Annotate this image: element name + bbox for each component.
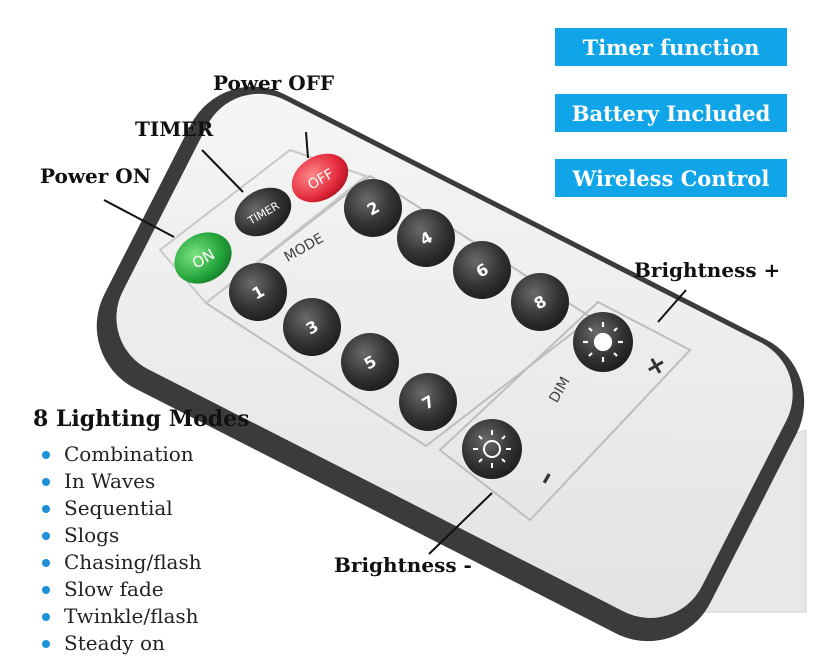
off-button[interactable]: OFF — [283, 144, 357, 212]
list-item: Sequential — [40, 495, 202, 522]
bullet-icon — [42, 451, 50, 459]
callout-power-off: Power OFF — [213, 71, 335, 95]
feature-badge-battery: Battery Included — [555, 94, 787, 132]
dim-panel-outline — [438, 300, 692, 522]
mode-button-1[interactable]: 1 — [229, 263, 287, 321]
timer-button[interactable]: TIMER — [226, 178, 300, 246]
list-item: Combination — [40, 441, 202, 468]
callout-line-on — [103, 199, 175, 238]
list-item: Steady on — [40, 630, 202, 657]
brightness-down-button[interactable] — [462, 419, 522, 479]
mode-button-3[interactable]: 3 — [283, 298, 341, 356]
lighting-modes-title: 8 Lighting Modes — [33, 406, 250, 432]
list-item: Slogs — [40, 522, 202, 549]
mode-button-6[interactable]: 6 — [453, 241, 511, 299]
list-item: Slow fade — [40, 576, 202, 603]
callout-brightness-minus: Brightness - — [334, 553, 472, 577]
bullet-icon — [42, 559, 50, 567]
mode-text: Combination — [64, 442, 194, 466]
list-item: In Waves — [40, 468, 202, 495]
brightness-up-button[interactable] — [573, 312, 633, 372]
callout-brightness-plus: Brightness + — [634, 258, 781, 282]
mode-text: Sequential — [64, 496, 173, 520]
mode-button-8[interactable]: 8 — [511, 273, 569, 331]
on-button[interactable]: ON — [165, 222, 241, 294]
bullet-icon — [42, 478, 50, 486]
mode-text: Steady on — [64, 631, 165, 655]
callout-line-timer — [201, 149, 244, 193]
mode-button-4[interactable]: 4 — [397, 209, 455, 267]
mode-text: Slogs — [64, 523, 120, 547]
bullet-icon — [42, 613, 50, 621]
mode-button-2[interactable]: 2 — [344, 179, 402, 237]
mode-button-7[interactable]: 7 — [399, 373, 457, 431]
bullet-icon — [42, 532, 50, 540]
mode-text: In Waves — [64, 469, 156, 493]
list-item: Chasing/flash — [40, 549, 202, 576]
bullet-icon — [42, 640, 50, 648]
feature-badge-wireless: Wireless Control — [555, 159, 787, 197]
callout-line-bright-plus — [657, 289, 687, 323]
feature-badge-timer: Timer function — [555, 28, 787, 66]
mode-text: Chasing/flash — [64, 550, 202, 574]
mode-text: Twinkle/flash — [64, 604, 199, 628]
callout-line-bright-minus — [428, 492, 493, 555]
bullet-icon — [42, 586, 50, 594]
callout-line-off — [305, 131, 309, 159]
remote-face — [116, 93, 793, 618]
callout-timer: TIMER — [135, 117, 214, 141]
callout-power-on: Power ON — [40, 164, 151, 188]
mode-text: Slow fade — [64, 577, 164, 601]
mode-button-5[interactable]: 5 — [341, 333, 399, 391]
sun-icon — [583, 322, 623, 362]
sun-outline-icon — [473, 430, 511, 468]
list-item: Twinkle/flash — [40, 603, 202, 630]
lighting-modes-list: Combination In Waves Sequential Slogs Ch… — [40, 441, 202, 657]
power-panel-outline — [158, 148, 369, 305]
bullet-icon — [42, 505, 50, 513]
